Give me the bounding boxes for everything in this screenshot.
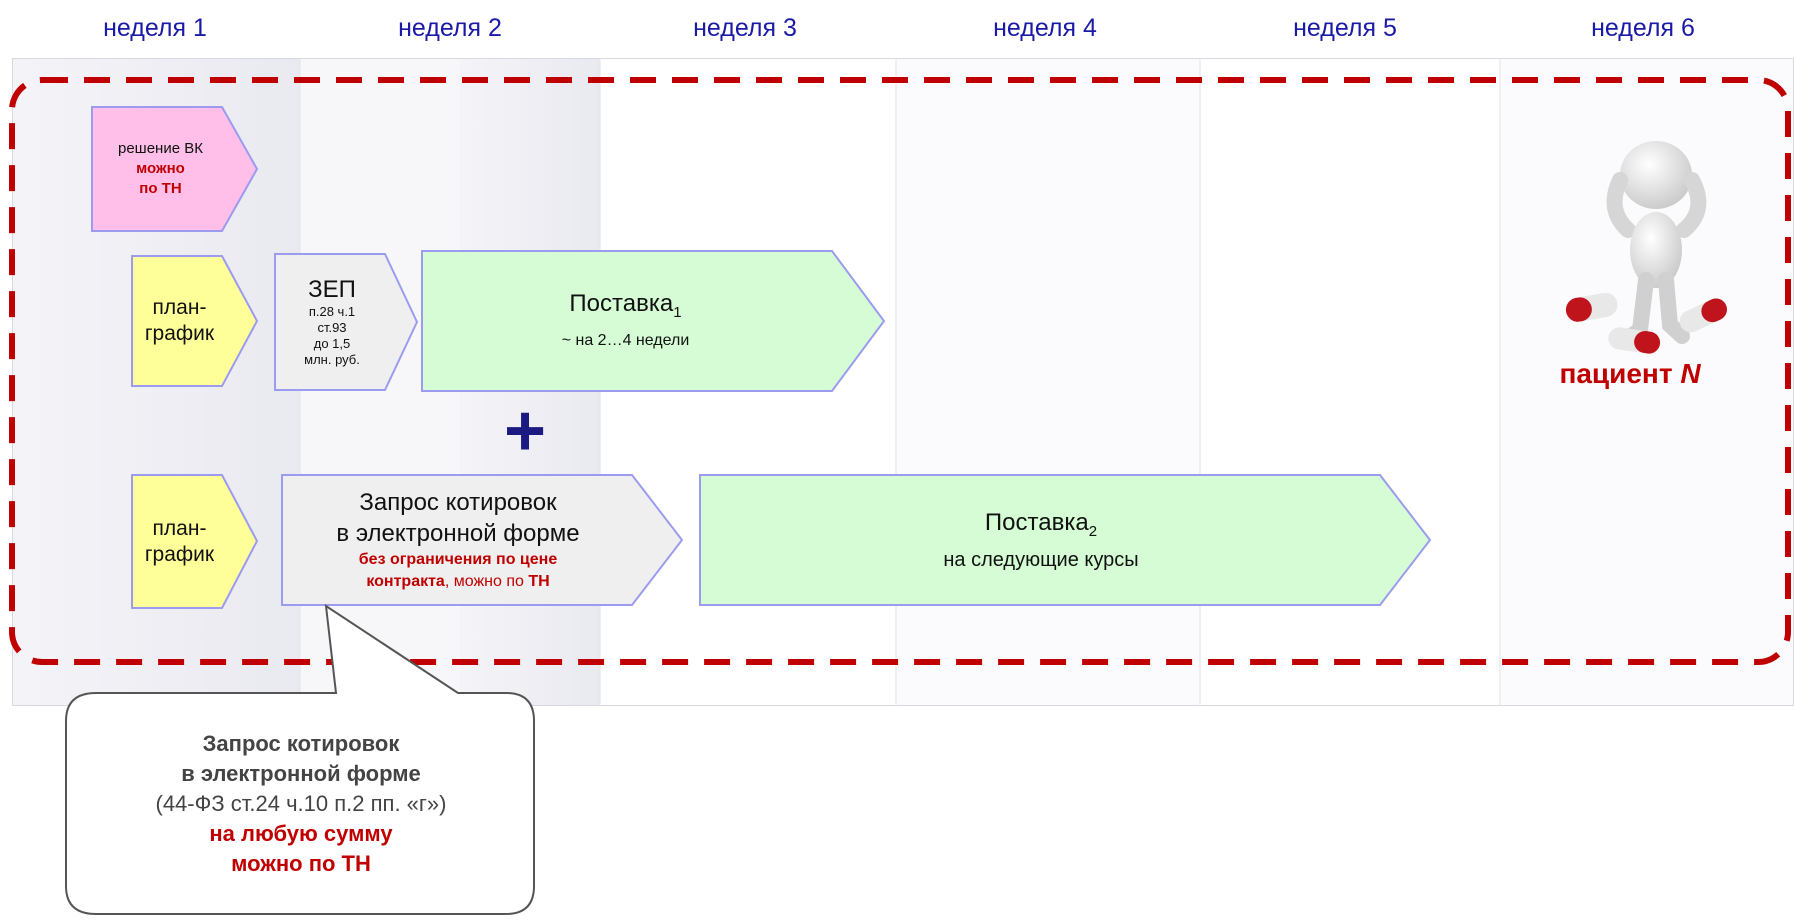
quote-line1: Запрос котировок: [359, 489, 557, 516]
zep-line1: п.28 ч.1: [308, 304, 356, 319]
zep-line3: до 1,5: [313, 336, 351, 351]
week-label-2: неделя 2: [398, 14, 502, 42]
vk-line3: по ТН: [139, 180, 182, 197]
plan1-line2: график: [144, 322, 215, 345]
quote-line4: контракта, можно по ТН: [366, 573, 550, 590]
callout-line3: (44-ФЗ ст.24 ч.10 п.2 пп. «г»): [155, 791, 447, 816]
zep-line2: ст.93: [317, 320, 347, 335]
callout-text: Запрос котировок в электронной форме (44…: [66, 700, 536, 908]
week-label-6: неделя 6: [1591, 14, 1695, 42]
plan2-line2: график: [144, 542, 215, 566]
zep-line4: млн. руб.: [304, 352, 360, 367]
quote-line3: без ограничения по цене: [358, 551, 558, 568]
supply-1-note: ~ на 2…4 недели: [561, 332, 690, 350]
week-label-4: неделя 4: [993, 14, 1097, 42]
week-label-3: неделя 3: [693, 14, 797, 42]
plus-sign: +: [503, 391, 547, 471]
supply-2-title: Поставка2: [984, 508, 1098, 540]
plan-schedule-shape-2: план- график: [131, 474, 259, 609]
plan2-line1: план-: [152, 516, 207, 540]
plan1-line1: план-: [152, 296, 207, 319]
quote-line2: в электронной форме: [336, 520, 580, 547]
week-label-1: неделя 1: [103, 14, 207, 42]
plan-schedule-shape-1: план- график: [131, 255, 259, 387]
vk-line1: решение ВК: [118, 140, 203, 157]
quote-request-shape: Запрос котировок в электронной форме без…: [281, 474, 684, 606]
week-label-5: неделя 5: [1293, 14, 1397, 42]
callout-line1: Запрос котировок: [202, 731, 400, 756]
supply-1-title: Поставка1: [569, 289, 682, 321]
vk-line2: можно: [136, 160, 185, 177]
supply-2-shape: Поставка2 на следующие курсы: [699, 474, 1432, 606]
zep-title: ЗЕП: [308, 276, 356, 303]
callout-line5: можно по ТН: [231, 851, 371, 876]
zep-shape: ЗЕП п.28 ч.1 ст.93 до 1,5 млн. руб.: [274, 253, 419, 391]
callout-line4: на любую сумму: [209, 821, 393, 846]
patient-figure-icon: [1565, 141, 1727, 354]
vk-decision-shape: решение ВК можно по ТН: [91, 106, 259, 232]
supply-2-note: на следующие курсы: [943, 549, 1139, 572]
callout-line2: в электронной форме: [181, 761, 421, 786]
supply-1-shape: Поставка1 ~ на 2…4 недели: [421, 250, 886, 392]
patient-label: пациент N: [1559, 358, 1701, 389]
